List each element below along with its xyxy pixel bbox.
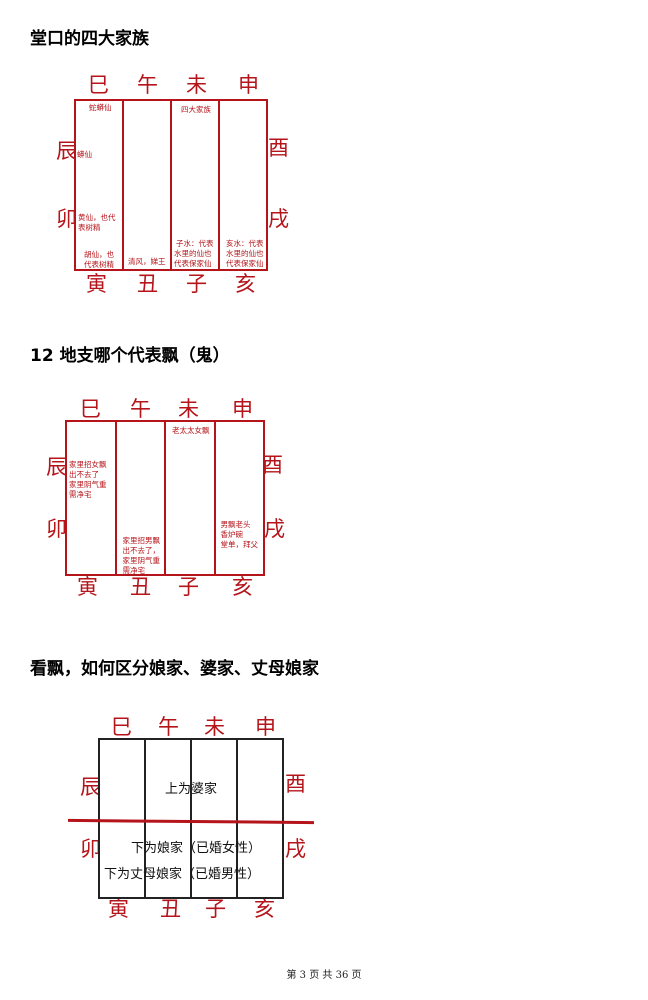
note-male-1: 家里招男飘 <box>122 536 161 545</box>
diagram-frame <box>98 738 284 899</box>
branch-chen: 辰 <box>46 455 67 479</box>
note-oldman-3: 堂单，拜父 <box>220 540 259 549</box>
branch-wu: 午 <box>137 73 158 97</box>
branch-wei: 未 <box>186 73 207 97</box>
branch-zi: 子 <box>178 575 199 599</box>
branch-wu: 午 <box>130 397 151 421</box>
note-sidajiazu: 四大家族 <box>181 105 211 114</box>
note-oldlady: 老太太女飘 <box>172 426 210 435</box>
branch-chen: 辰 <box>80 775 101 799</box>
branch-chou: 丑 <box>137 272 158 296</box>
note-female-1: 家里招女飘 <box>69 460 107 469</box>
note-zishui-3: 代表保家仙 <box>174 259 212 268</box>
note-huxian-2: 代表树精 <box>84 260 114 269</box>
branch-hai: 亥 <box>254 897 275 921</box>
branch-you: 酉 <box>268 136 289 160</box>
label-lower-wife-mother: 下为丈母娘家（已婚男性） <box>104 867 261 882</box>
branch-zi: 子 <box>186 272 207 296</box>
branch-zi: 子 <box>205 897 226 921</box>
note-male-3: 家里阴气重 <box>122 556 161 565</box>
column-wei <box>192 740 238 897</box>
branch-si: 巳 <box>80 397 101 421</box>
column-shen: 男飘老头 香炉碗 堂单，拜父 <box>216 422 264 574</box>
column-wu: 清风，娣王 <box>124 101 172 269</box>
page-footer: 第 3 页 共 36 页 <box>286 970 362 981</box>
diagram-frame: 家里招女飘 出不去了 家里阴气重 需净宅 家里招男飘 出不去了， 家里阴气重 需… <box>65 420 265 576</box>
branch-xu: 戌 <box>285 837 306 861</box>
column-si: 家里招女飘 出不去了 家里阴气重 需净宅 <box>67 422 117 574</box>
column-wei: 老太太女飘 <box>166 422 216 574</box>
branch-si: 巳 <box>88 73 109 97</box>
note-male-4: 需净宅 <box>122 566 146 575</box>
branch-wei: 未 <box>204 715 225 739</box>
note-oldman-1: 男飘老头 <box>220 520 251 529</box>
section-heading-in-laws: 看飘，如何区分娘家、婆家、丈母娘家 <box>30 659 319 679</box>
column-wu <box>146 740 192 897</box>
section-heading-four-families: 堂口的四大家族 <box>30 29 149 49</box>
branch-shen: 申 <box>255 715 276 739</box>
diagram-in-laws: 巳 午 未 申 辰 酉 卯 戌 寅 丑 子 亥 上为婆家 下为娘家（已婚女性） … <box>0 690 648 940</box>
note-haishui-1: 亥水：代表 <box>226 239 264 248</box>
note-zishui-1: 子水：代表 <box>176 239 214 248</box>
column-shen: 亥水：代表 水里的仙也 代表保家仙 <box>220 101 266 269</box>
section-heading-ghost-branches: 12 地支哪个代表飘（鬼） <box>30 346 230 366</box>
note-female-2: 出不去了 <box>69 470 99 479</box>
note-haishui-2: 水里的仙也 <box>226 249 264 258</box>
branch-xu: 戌 <box>264 517 285 541</box>
diagram-four-families: 巳 午 未 申 辰 酉 卯 戌 寅 丑 子 亥 蛇蟒仙 蟒仙 黄仙，也代 表树精… <box>0 0 648 300</box>
branch-hai: 亥 <box>232 575 253 599</box>
diagram-ghost-branches: 巳 午 未 申 辰 酉 卯 戌 寅 丑 子 亥 家里招女飘 出不去了 家里阴气重… <box>0 300 648 610</box>
branch-yin: 寅 <box>77 575 98 599</box>
branch-shen: 申 <box>232 397 253 421</box>
note-qingfeng: 清风，娣王 <box>128 257 166 266</box>
branch-wu: 午 <box>158 715 179 739</box>
branch-shen: 申 <box>238 73 259 97</box>
branch-wei: 未 <box>178 397 199 421</box>
column-si: 蛇蟒仙 蟒仙 黄仙，也代 表树精 胡仙，也 代表树精 <box>76 101 124 269</box>
label-lower-maternal: 下为娘家（已婚女性） <box>131 841 262 856</box>
branch-mao: 卯 <box>80 837 101 861</box>
branch-yin: 寅 <box>108 897 129 921</box>
diagram-frame: 蛇蟒仙 蟒仙 黄仙，也代 表树精 胡仙，也 代表树精 清风，娣王 四大家族 子水… <box>74 99 268 271</box>
branch-hai: 亥 <box>235 272 256 296</box>
branch-mao: 卯 <box>46 517 67 541</box>
branch-chou: 丑 <box>160 897 181 921</box>
note-female-4: 需净宅 <box>69 490 92 499</box>
branch-you: 酉 <box>262 453 283 477</box>
label-upper-in-laws: 上为婆家 <box>165 782 218 797</box>
branch-chou: 丑 <box>130 575 151 599</box>
note-oldman-2: 香炉碗 <box>220 530 244 539</box>
note-female-3: 家里阴气重 <box>69 480 107 489</box>
note-zishui-2: 水里的仙也 <box>174 249 212 258</box>
branch-chen: 辰 <box>56 139 77 163</box>
branch-you: 酉 <box>285 772 306 796</box>
branch-yin: 寅 <box>86 272 107 296</box>
note-shexie: 蛇蟒仙 <box>89 103 112 112</box>
column-si <box>100 740 146 897</box>
column-wu: 家里招男飘 出不去了， 家里阴气重 需净宅 <box>117 422 166 575</box>
note-huxian-1: 胡仙，也 <box>84 250 114 259</box>
column-wei: 四大家族 子水：代表 水里的仙也 代表保家仙 <box>172 101 220 269</box>
branch-si: 巳 <box>111 715 132 739</box>
branch-mao: 卯 <box>56 207 77 231</box>
note-huangxian-2: 表树精 <box>78 223 101 232</box>
note-male-2: 出不去了， <box>122 546 161 555</box>
branch-xu: 戌 <box>268 207 289 231</box>
note-haishui-3: 代表保家仙 <box>226 259 264 268</box>
note-liuxian: 蟒仙 <box>77 150 92 159</box>
note-huangxian-1: 黄仙，也代 <box>78 213 116 222</box>
